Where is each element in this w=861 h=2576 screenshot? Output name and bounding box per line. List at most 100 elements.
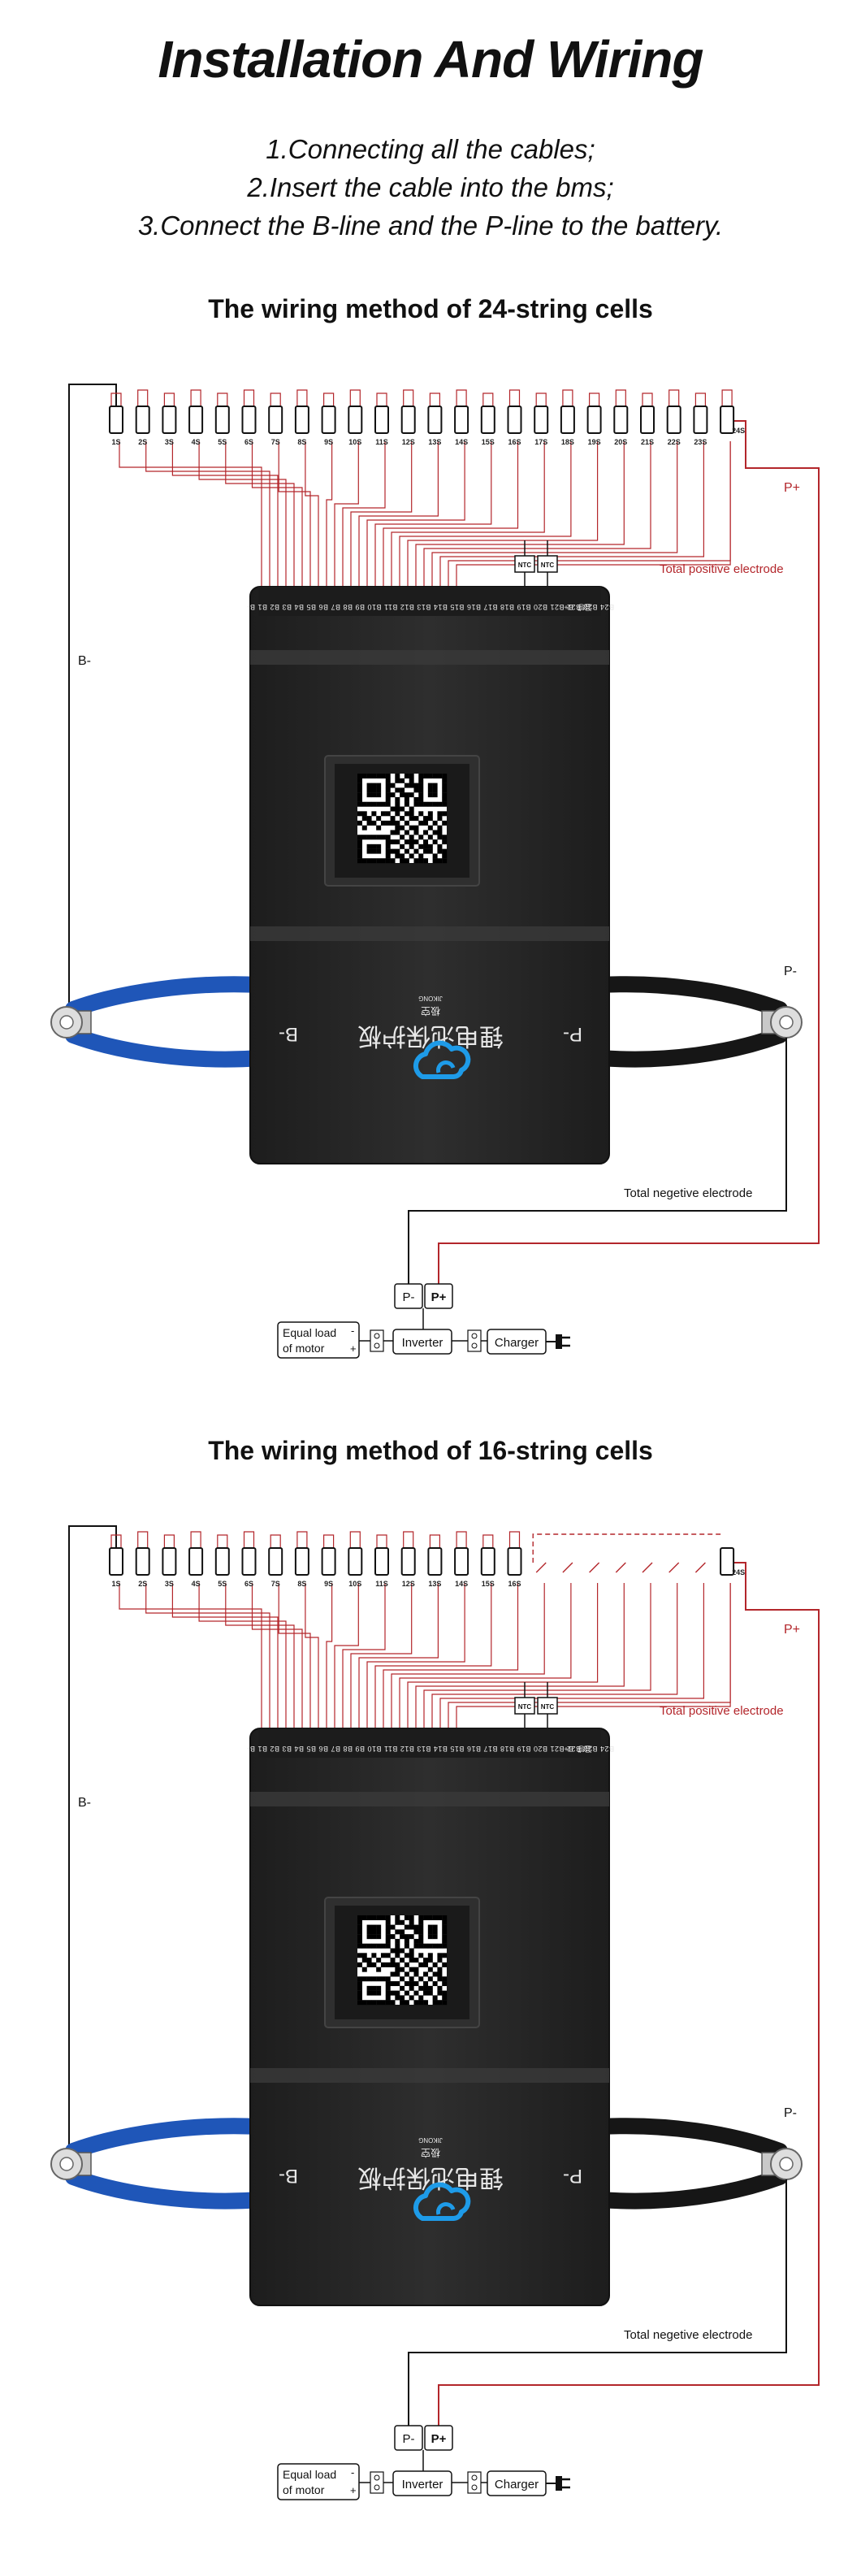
cell-jumper-wire xyxy=(535,392,547,406)
power-cables xyxy=(65,976,788,1068)
charger-label: Charger xyxy=(495,1336,539,1350)
sense-wire xyxy=(198,441,287,587)
ntc-sensor xyxy=(514,1697,535,1715)
cell-jumper-wire xyxy=(217,392,228,406)
cell-jumper-wire xyxy=(110,392,122,406)
sense-connector-labels: B24 B23 B22 B21 B20 B19 B18 B17 B16 B15 … xyxy=(247,1745,614,1754)
cell-label: 15S xyxy=(482,438,495,446)
sense-wire xyxy=(374,1583,492,1728)
connector-bplus-label: B+ xyxy=(564,603,573,611)
wire-harness xyxy=(68,384,820,1284)
cell-label: 15S xyxy=(482,1580,495,1588)
cell-label: 18S xyxy=(561,438,574,446)
sense-connector-labels: B24 B23 B22 B21 B20 B19 B18 B17 B16 B15 … xyxy=(247,603,614,612)
ring-terminal-icon xyxy=(50,2148,92,2180)
b-minus-label: B- xyxy=(78,654,91,668)
sense-wire xyxy=(439,441,704,587)
unused-cell-slash xyxy=(562,1562,573,1573)
total-positive-wire xyxy=(438,420,820,1284)
connector-pin-labels: B24 B23 B22 B21 B20 B19 B18 B17 B16 B15 … xyxy=(247,603,614,611)
load-minus-sign: - xyxy=(351,2466,354,2478)
sense-wire xyxy=(305,1583,319,1728)
cell-jumper-wire xyxy=(190,389,201,406)
load-label-line2: of motor xyxy=(283,1342,325,1355)
step-2: 2.Insert the cable into the bms; xyxy=(247,172,614,202)
terminal-p-plus: P+ xyxy=(431,2432,447,2446)
black-cable xyxy=(593,2118,788,2159)
sense-wire xyxy=(456,1583,731,1728)
cell-jumper-wire xyxy=(508,1531,521,1548)
sense-wire xyxy=(415,1583,625,1728)
sense-wire xyxy=(145,441,270,587)
sense-wire xyxy=(383,1583,519,1728)
cell-terminal xyxy=(109,405,123,434)
connector-bplus-label: B+ xyxy=(564,1745,573,1753)
sense-wire xyxy=(439,1583,704,1728)
cell-terminal xyxy=(560,405,575,434)
p-plus-label: P+ xyxy=(784,481,800,495)
ring-terminal-icon xyxy=(761,1006,803,1039)
connector-pin xyxy=(471,1333,478,1339)
cell-jumper-wire xyxy=(376,392,387,406)
cell-label: 5S xyxy=(218,438,227,446)
cell-terminal xyxy=(454,405,469,434)
load-label-line1: Equal load xyxy=(283,1326,336,1339)
cell-label: 1S xyxy=(111,1580,120,1588)
sense-wire xyxy=(415,441,625,587)
cell-jumper-wire xyxy=(349,1531,361,1548)
p-plus-label: P+ xyxy=(784,1623,800,1637)
connector-pin xyxy=(374,2484,380,2491)
unused-cell-slash xyxy=(589,1562,600,1573)
cell-label: 3S xyxy=(165,1580,174,1588)
cell-label: 1S xyxy=(111,438,120,446)
bms-p-label: P- xyxy=(563,2165,582,2187)
cell-label: 14S xyxy=(455,438,468,446)
cell-jumper-wire xyxy=(163,392,175,406)
sense-wire xyxy=(225,1583,295,1728)
cell-terminal xyxy=(162,1547,177,1576)
blue-cable xyxy=(65,2169,268,2210)
cell-label: 13S xyxy=(428,438,441,446)
cell-jumper-wire xyxy=(508,389,521,406)
cell-jumper-wire xyxy=(296,389,308,406)
sense-wire xyxy=(278,1583,311,1728)
unused-cell-slash xyxy=(642,1562,653,1573)
brand-name-en: JIKONG xyxy=(418,995,443,1002)
ntc-sensor xyxy=(537,555,558,573)
p-minus-label: P- xyxy=(784,2106,797,2120)
ntc-label: NTC xyxy=(518,1703,532,1711)
unused-cell-slash xyxy=(615,1562,626,1573)
cell-jumper-wire xyxy=(270,1534,281,1548)
load-plus-sign: + xyxy=(350,1342,357,1355)
sense-wire xyxy=(305,441,319,587)
cell-terminal xyxy=(480,1547,495,1576)
inverter-label: Inverter xyxy=(402,1336,443,1350)
black-cable xyxy=(593,976,788,1017)
step-1: 1.Connecting all the cables; xyxy=(266,134,595,164)
sense-wire xyxy=(407,441,599,587)
cell-label: 6S xyxy=(244,1580,253,1588)
sense-wire xyxy=(225,441,295,587)
cell-terminal xyxy=(321,405,336,434)
brand-name-en: JIKONG xyxy=(418,2136,443,2144)
cell-jumper-wire xyxy=(217,1534,228,1548)
sense-wire xyxy=(456,441,731,587)
cell-terminal xyxy=(400,1547,416,1576)
cell-terminal xyxy=(374,1547,389,1576)
cell-terminal xyxy=(427,1547,443,1576)
charger-label: Charger xyxy=(495,2478,539,2491)
inverter-label: Inverter xyxy=(402,2478,443,2491)
sense-wire xyxy=(251,441,303,587)
sense-wire xyxy=(334,441,359,587)
cell-jumper-wire xyxy=(403,1531,414,1548)
plug-icon xyxy=(546,2476,570,2491)
blue-cable xyxy=(65,2118,268,2159)
blue-cable xyxy=(65,1027,268,1068)
instruction-steps: 1.Connecting all the cables; 2.Insert th… xyxy=(0,130,861,245)
inverter-box xyxy=(392,2470,452,2496)
cloud-logo-icon xyxy=(413,2182,471,2221)
cell-terminal xyxy=(188,405,204,434)
cell-jumper-wire xyxy=(482,1534,494,1548)
total-negative-label: Total negetive electrode xyxy=(624,2328,752,2342)
